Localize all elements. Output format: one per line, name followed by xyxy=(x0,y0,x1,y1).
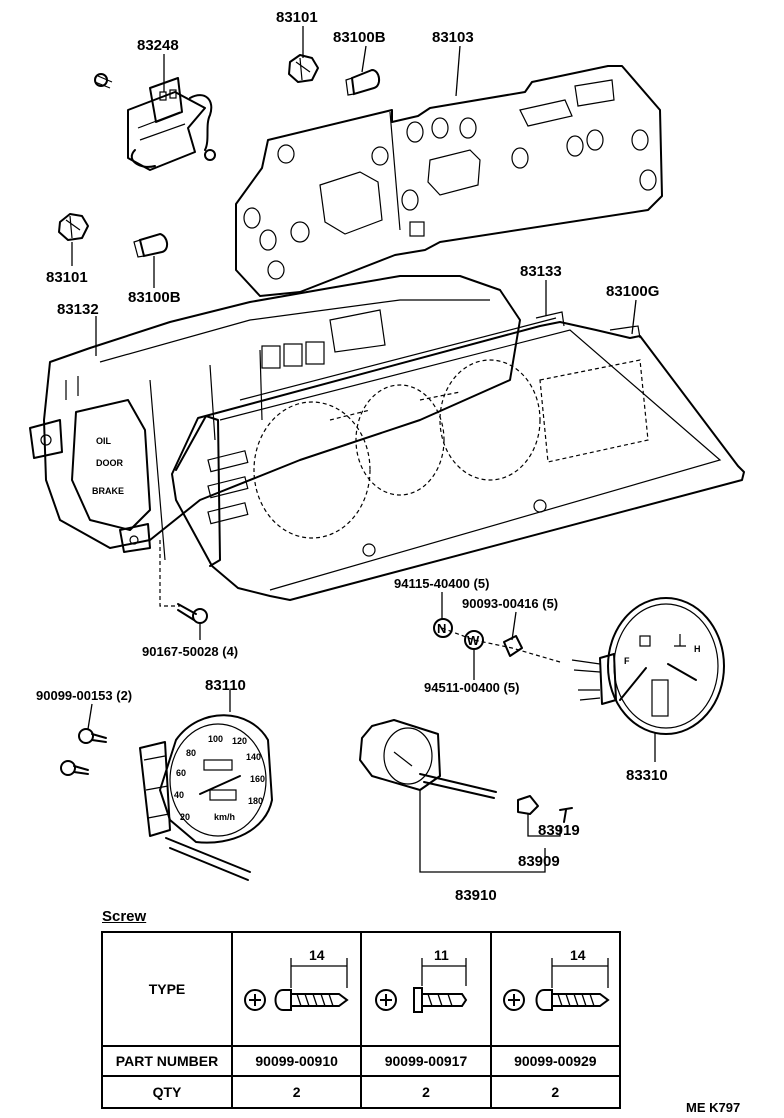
speedo-tick: 60 xyxy=(176,768,186,778)
part-83100b-bulb-top xyxy=(345,68,380,96)
part-number-row: PART NUMBER 90099-00910 90099-00917 9009… xyxy=(101,1045,622,1077)
label-83132: 83132 xyxy=(57,301,99,318)
qty-header: QTY xyxy=(101,1075,233,1109)
part-83909-socket xyxy=(517,795,539,815)
speedo-scale: 20 40 60 80 100 120 140 160 180 km/h xyxy=(174,734,265,822)
part-83310-fuel-temp-gauge: F H xyxy=(571,597,725,735)
label-83310: 83310 xyxy=(626,767,668,784)
part-83132-case xyxy=(29,275,521,561)
screw-table-title: Screw xyxy=(102,908,147,925)
speedo-tick: 40 xyxy=(174,790,184,800)
washer-group: N W xyxy=(433,618,561,663)
label-83909: 83909 xyxy=(518,853,560,870)
label-83248: 83248 xyxy=(137,37,179,54)
qty-row: QTY 2 2 2 xyxy=(101,1075,622,1109)
speedo-unit: km/h xyxy=(214,812,235,822)
part-90099-00153-screws xyxy=(60,728,107,776)
callout-n-circle xyxy=(433,618,453,638)
callout-w: W xyxy=(467,633,480,648)
label-94511: 94511-00400 (5) xyxy=(424,680,519,695)
speedo-tick: 80 xyxy=(186,748,196,758)
warning-lights-panel: OIL DOOR BRAKE xyxy=(92,436,124,496)
screw-type-cell: 11 xyxy=(360,931,492,1047)
label-83919: 83919 xyxy=(538,822,580,839)
screw-type-cell: 14 xyxy=(489,931,622,1047)
qty-cell: 2 xyxy=(360,1075,492,1109)
label-83103: 83103 xyxy=(432,29,474,46)
part-83910-gauge xyxy=(359,719,497,799)
part-83110-speedometer: 20 40 60 80 100 120 140 160 180 km/h xyxy=(139,714,273,881)
screw-table: TYPE 14 11 xyxy=(101,931,622,1109)
type-header: TYPE xyxy=(101,931,233,1047)
callout-n: N xyxy=(437,621,446,636)
part-number-cell: 90099-00929 xyxy=(489,1045,622,1077)
label-83100g: 83100G xyxy=(606,283,659,300)
part-83248-bracket xyxy=(94,73,216,171)
screw-type-row: TYPE 14 11 xyxy=(101,931,622,1047)
screw-illustration: 11 xyxy=(375,947,468,1013)
label-83910: 83910 xyxy=(455,887,497,904)
label-83100b-left: 83100B xyxy=(128,289,181,306)
part-number-cell: 90099-00917 xyxy=(360,1045,492,1077)
label-83101-left: 83101 xyxy=(46,269,88,286)
fuel-f-label: F xyxy=(624,656,630,666)
part-83103-circuit-plate xyxy=(235,65,663,297)
part-number-header: PART NUMBER xyxy=(101,1045,233,1077)
warning-brake-label: BRAKE xyxy=(92,486,124,496)
qty-cell: 2 xyxy=(230,1075,363,1109)
warning-oil-label: OIL xyxy=(96,436,112,446)
screw-length-label: 14 xyxy=(570,947,586,963)
part-83101-socket-left xyxy=(58,213,89,241)
part-90167-screw xyxy=(159,540,208,624)
label-83133: 83133 xyxy=(520,263,562,280)
drawing-code: ME K797 xyxy=(686,1100,741,1115)
screw-illustration: 14 xyxy=(502,947,610,1011)
leader-lines xyxy=(71,26,656,873)
speedo-tick: 20 xyxy=(180,812,190,822)
label-94115: 94115-40400 (5) xyxy=(394,576,489,591)
speedo-tick: 140 xyxy=(246,752,261,762)
speedo-tick: 100 xyxy=(208,734,223,744)
part-83101-socket-top xyxy=(288,54,319,83)
screw-length-label: 14 xyxy=(309,947,325,963)
qty-cell: 2 xyxy=(489,1075,622,1109)
label-83100b-top: 83100B xyxy=(333,29,386,46)
temp-h-label: H xyxy=(694,644,701,654)
part-number-cell: 90099-00910 xyxy=(230,1045,363,1077)
screw-illustration: 14 xyxy=(244,947,349,1011)
label-90099-00153: 90099-00153 (2) xyxy=(36,688,132,703)
label-83110: 83110 xyxy=(205,677,246,694)
label-90093: 90093-00416 (5) xyxy=(462,596,558,611)
screw-length-label: 11 xyxy=(434,947,449,963)
panel-dial-outlines xyxy=(253,359,649,539)
label-90167: 90167-50028 (4) xyxy=(142,644,238,659)
part-83133-panel xyxy=(171,311,745,601)
speedo-tick: 120 xyxy=(232,736,247,746)
part-83100b-bulb-left xyxy=(133,232,168,258)
warning-door-label: DOOR xyxy=(96,458,124,468)
part-labels: 83248 83101 83100B 83103 83101 83100B 83… xyxy=(36,9,668,904)
screw-type-cell: 14 xyxy=(230,931,363,1047)
label-83101-top: 83101 xyxy=(276,9,318,26)
speedo-tick: 180 xyxy=(248,796,263,806)
part-83919-bulb xyxy=(559,807,573,823)
speedo-tick: 160 xyxy=(250,774,265,784)
